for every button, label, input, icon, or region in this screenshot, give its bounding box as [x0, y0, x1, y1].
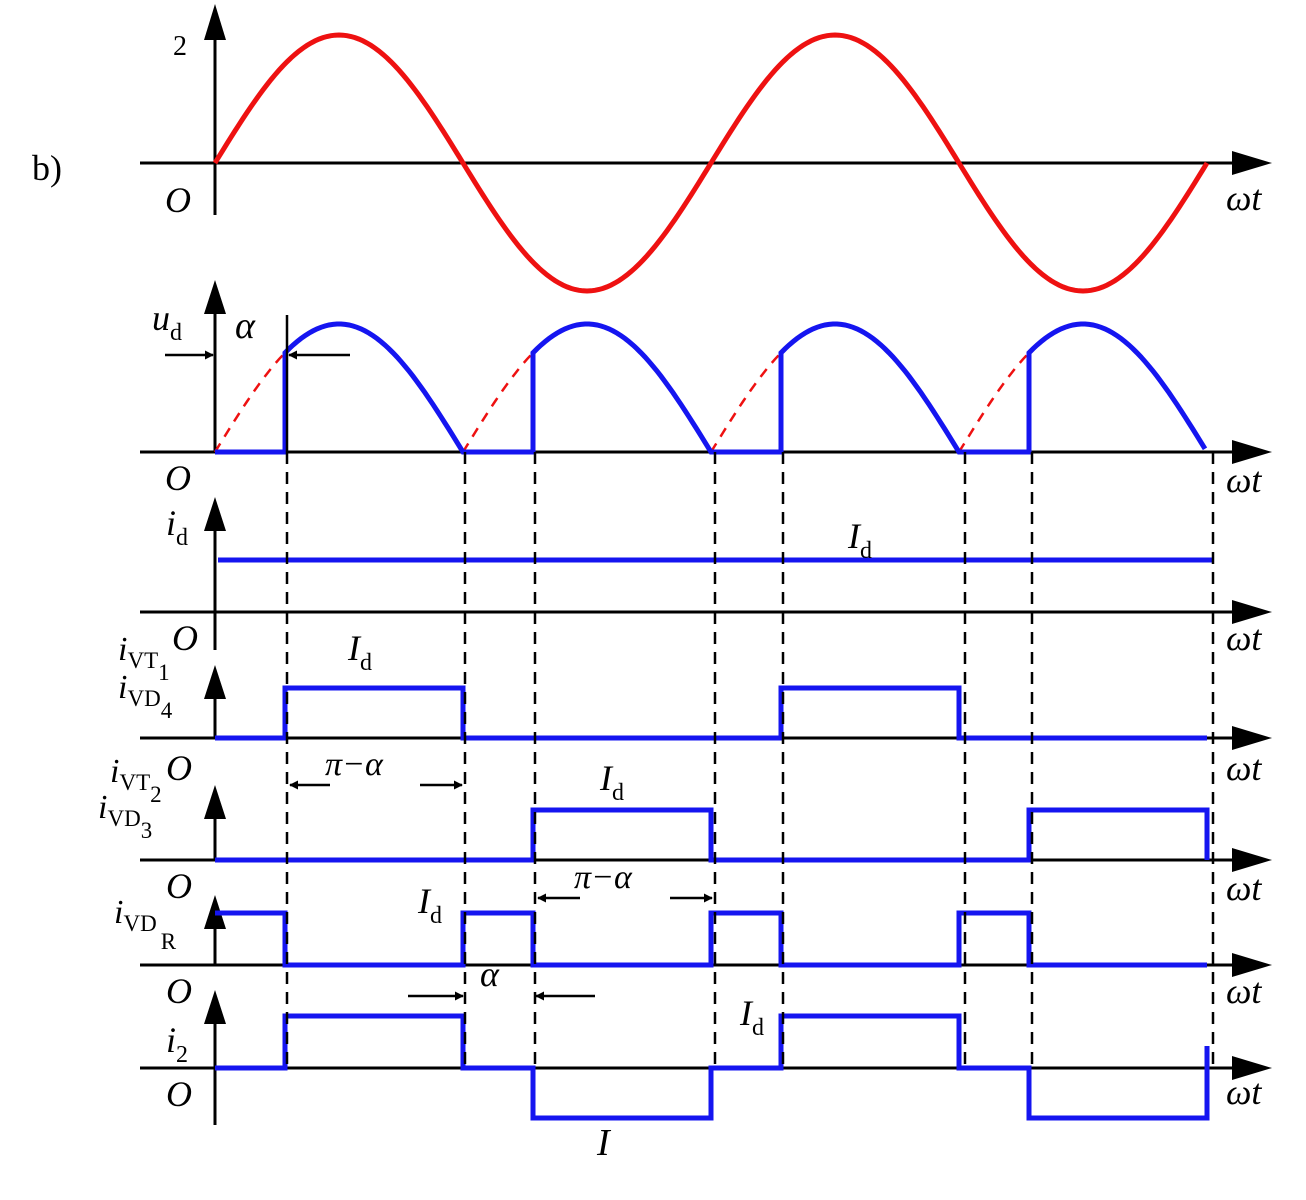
ivt1-panel: iVT1 iVD4 O ωt Id π−α	[118, 628, 1272, 790]
y-axis-arrow	[204, 665, 226, 699]
x-axis-label: ωt	[1226, 178, 1262, 218]
i2-axis-label: i2	[166, 1020, 188, 1068]
ivdr-axis-label: iVDR	[114, 894, 177, 954]
origin-label: O	[166, 1074, 192, 1114]
i2-panel: i2 O ωt Id I	[140, 990, 1272, 1164]
ivdr-panel: iVDR O ωt Id α	[114, 881, 1272, 1011]
id-panel: id O ωt Id	[140, 497, 1272, 658]
x-axis-arrow	[1232, 151, 1272, 175]
y-axis-arrow	[204, 4, 226, 40]
y-axis-arrow	[204, 990, 226, 1024]
ivd4-axis-label: iVD4	[118, 669, 173, 723]
ivdr-level-label: Id	[417, 881, 442, 929]
x-axis-label: ωt	[1226, 460, 1262, 500]
ivt2-waveform	[215, 807, 1210, 863]
y-axis-arrow	[204, 280, 226, 314]
x-axis-label: ωt	[1226, 748, 1262, 788]
interval-label: π−α	[325, 746, 384, 783]
source-voltage-panel: 2 O ωt	[140, 4, 1272, 294]
origin-label: O	[166, 748, 192, 788]
id-level-label: Id	[847, 516, 872, 564]
origin-label: O	[172, 618, 198, 658]
amplitude-tick-label: 2	[173, 31, 187, 62]
x-axis-label: ωt	[1226, 618, 1262, 658]
i2-waveform	[215, 1013, 1210, 1121]
origin-label: O	[165, 458, 191, 498]
ivdr-waveform	[215, 910, 1207, 968]
id-axis-label: id	[166, 503, 188, 551]
source-voltage-curve	[212, 32, 1210, 294]
x-axis-label: ωt	[1226, 971, 1262, 1011]
x-axis-arrow	[1232, 440, 1272, 464]
ivt2-axis-label: iVT2	[110, 753, 162, 807]
ud-axis-label: ud	[152, 298, 182, 346]
ud-waveform	[215, 321, 1208, 455]
x-axis-arrow	[1232, 726, 1272, 750]
alpha-label: α	[235, 305, 256, 347]
ivt2-level-label: Id	[599, 758, 624, 806]
y-axis-arrow	[204, 785, 226, 819]
x-axis-arrow	[1232, 600, 1272, 624]
x-axis-arrow	[1232, 953, 1272, 977]
ivt1-axis-label: iVT1	[118, 631, 170, 685]
origin-label: O	[165, 180, 191, 220]
ivt2-panel: iVT2 iVD3 O ωt Id π−α	[98, 753, 1272, 908]
origin-label: O	[166, 971, 192, 1011]
i2-level-label: Id	[739, 993, 764, 1041]
x-axis-label: ωt	[1226, 1072, 1262, 1112]
y-axis-arrow	[204, 497, 226, 531]
alpha-label: α	[480, 954, 500, 994]
interval-label: π−α	[574, 859, 633, 896]
x-axis-arrow	[1232, 1056, 1272, 1080]
i2-negative-level-label: I	[596, 1122, 612, 1164]
ivd3-axis-label: iVD3	[98, 789, 152, 843]
figure-label: b)	[32, 148, 62, 188]
x-axis-label: ωt	[1226, 868, 1262, 908]
ud-panel: ud O ωt α	[140, 280, 1272, 500]
origin-label: O	[166, 866, 192, 906]
ivt1-waveform	[215, 685, 1207, 741]
x-axis-arrow	[1232, 848, 1272, 872]
ivt1-level-label: Id	[347, 628, 372, 676]
phase-guide-lines	[285, 452, 1215, 1068]
ud-dashed-source-segments	[213, 354, 1028, 453]
